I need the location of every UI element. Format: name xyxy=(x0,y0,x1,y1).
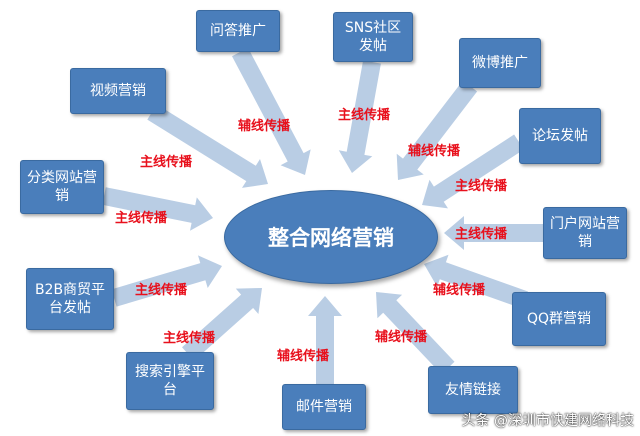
node-wenda: 问答推广 xyxy=(196,10,280,52)
arrow-sousuo xyxy=(182,288,262,361)
node-qq: QQ群营销 xyxy=(512,292,606,346)
edge-label-fenlei: 主线传播 xyxy=(115,211,168,226)
arrow-menhu xyxy=(444,216,543,250)
node-weibo: 微博推广 xyxy=(459,38,541,88)
edge-label-shipin: 主线传播 xyxy=(140,155,193,170)
edge-label-youjian: 辅线传播 xyxy=(277,349,330,364)
arrow-sns xyxy=(338,60,381,173)
arrow-b2b xyxy=(111,255,222,307)
node-b2b: B2B商贸平台发帖 xyxy=(26,268,114,330)
edge-label-menhu: 主线传播 xyxy=(455,227,508,242)
arrow-shipin xyxy=(147,104,268,188)
arrow-youjian xyxy=(308,296,342,384)
node-youjian: 邮件营销 xyxy=(282,384,366,430)
edge-label-luntan: 主线传播 xyxy=(455,179,508,194)
node-luntan: 论坛发帖 xyxy=(519,108,601,164)
node-menhu: 门户网站营销 xyxy=(543,207,627,259)
arrow-youqing xyxy=(376,292,455,375)
watermark: 头条 @深圳市快建网络科技 xyxy=(461,413,634,429)
node-sousuo: 搜索引擎平台 xyxy=(126,352,214,410)
arrow-wenda xyxy=(232,47,311,175)
node-youqing: 友情链接 xyxy=(428,366,518,414)
node-shipin: 视频营销 xyxy=(70,68,166,114)
edge-label-sns: 主线传播 xyxy=(338,108,391,123)
edge-label-wenda: 辅线传播 xyxy=(238,119,291,134)
arrow-qq xyxy=(424,254,528,309)
arrow-fenlei xyxy=(102,187,213,231)
edge-label-sousuo: 主线传播 xyxy=(163,331,216,346)
edge-label-youqing: 辅线传播 xyxy=(375,330,428,345)
edge-label-qq: 辅线传播 xyxy=(433,283,486,298)
arrow-luntan xyxy=(422,134,524,209)
node-fenlei: 分类网站营销 xyxy=(20,160,104,214)
edge-label-b2b: 主线传播 xyxy=(135,283,188,298)
node-sns: SNS社区发帖 xyxy=(333,12,413,62)
arrow-weibo xyxy=(396,80,478,180)
edge-label-weibo: 辅线传播 xyxy=(408,144,461,159)
center-node: 整合网络营销 xyxy=(224,190,438,284)
